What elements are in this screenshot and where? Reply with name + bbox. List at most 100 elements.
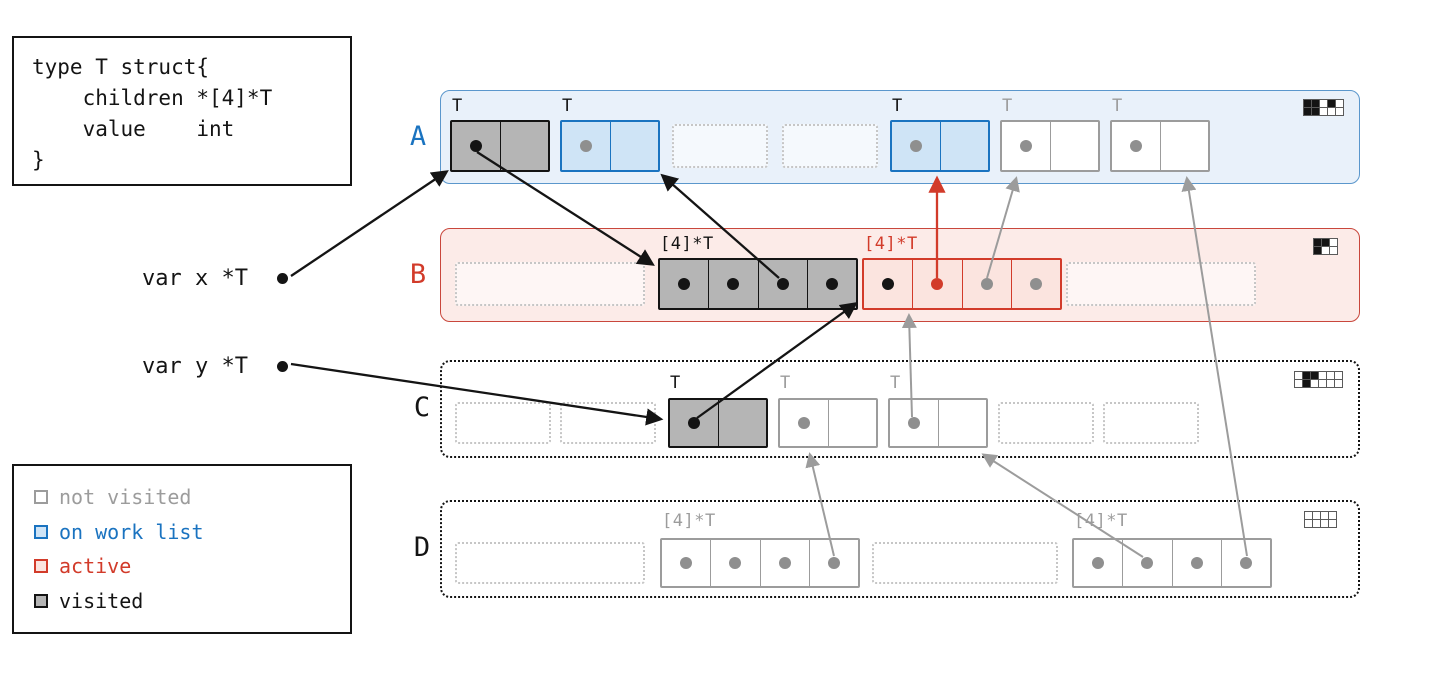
object-cell	[662, 540, 710, 586]
object-cell	[1074, 540, 1122, 586]
pointer-dot	[1239, 557, 1252, 569]
object-cell	[939, 122, 989, 170]
type-definition-box: type T struct{ children *[4]*T value int…	[12, 36, 352, 186]
pointer-dot	[680, 557, 693, 569]
pointer-dot	[469, 140, 482, 152]
pointer-dot	[882, 278, 895, 290]
span-A-bitmap-icon	[1303, 99, 1344, 116]
object-cell	[864, 260, 912, 308]
pointer-dot	[1092, 557, 1105, 569]
var-x-pointer-dot	[277, 273, 288, 284]
pointer-dot	[727, 278, 740, 290]
code-line: type T struct{	[32, 55, 210, 79]
span-A-label: A	[409, 121, 427, 152]
object-cell	[961, 260, 1011, 308]
span-D-bitmap-icon	[1304, 511, 1337, 528]
heap-object-T	[890, 120, 990, 172]
pointer-dot	[1129, 140, 1142, 152]
legend-swatch-not-visited	[34, 490, 48, 504]
legend-label: visited	[59, 588, 144, 613]
heap-object-T	[1000, 120, 1100, 172]
pointer-dot	[776, 278, 789, 290]
object-cell	[1122, 540, 1171, 586]
pointer-dot	[687, 417, 700, 429]
pointer-dot	[678, 278, 691, 290]
object-cell	[717, 400, 767, 446]
empty-slot	[455, 402, 551, 444]
object-cell	[892, 122, 940, 170]
pointer-dot	[980, 278, 993, 290]
heap-object-array	[1072, 538, 1272, 588]
heap-object-T	[450, 120, 550, 172]
object-cell	[660, 260, 708, 308]
pointer-dot	[907, 417, 920, 429]
pointer-dot	[825, 278, 838, 290]
object-cell	[609, 122, 659, 170]
code-line: }	[32, 148, 45, 172]
object-cell	[937, 400, 987, 446]
legend-label: active	[59, 554, 132, 579]
bitmap-cell	[1334, 379, 1343, 388]
span-B-label: B	[409, 259, 427, 290]
empty-slot	[872, 542, 1058, 584]
pointer-dot	[729, 557, 742, 569]
pointer-dot	[1141, 557, 1154, 569]
empty-slot	[782, 124, 878, 168]
empty-slot	[455, 542, 645, 584]
object-cell	[757, 260, 807, 308]
empty-slot	[1103, 402, 1199, 444]
empty-slot	[672, 124, 768, 168]
legend-swatch-work-list	[34, 524, 48, 539]
heap-object-T	[778, 398, 878, 448]
object-cell	[808, 540, 858, 586]
pointer-dot	[909, 140, 922, 152]
object-cell	[710, 540, 759, 586]
heap-object-T	[1110, 120, 1210, 172]
legend-label: not visited	[59, 485, 192, 509]
empty-slot	[560, 402, 656, 444]
object-type-label: T	[562, 96, 573, 116]
object-cell	[827, 400, 877, 446]
legend-item: on work list	[34, 517, 330, 547]
object-cell	[1002, 122, 1050, 170]
bitmap-cell	[1328, 519, 1337, 528]
object-cell	[912, 260, 961, 308]
object-type-label: T	[890, 373, 901, 393]
code-line: children *[4]*T	[32, 86, 273, 110]
object-cell	[890, 400, 938, 446]
object-cell	[670, 400, 718, 446]
code-line: value int	[32, 117, 235, 141]
pointer-dot	[931, 278, 944, 290]
span-C-bitmap-icon	[1294, 371, 1343, 388]
pointer-dot	[827, 557, 840, 569]
empty-slot	[455, 262, 645, 306]
var-y-pointer-dot	[277, 361, 288, 372]
object-type-label: [4]*T	[1074, 511, 1128, 531]
object-type-label: T	[670, 373, 681, 393]
pointer-dot	[579, 140, 592, 152]
object-type-label: T	[1002, 96, 1013, 116]
heap-object-T	[560, 120, 660, 172]
object-cell	[452, 122, 500, 170]
object-type-label: T	[780, 373, 791, 393]
legend-item: visited	[34, 586, 330, 616]
object-cell	[1220, 540, 1270, 586]
object-cell	[780, 400, 828, 446]
legend-swatch-active	[34, 559, 48, 574]
object-cell	[806, 260, 856, 308]
heap-object-T	[668, 398, 768, 448]
bitmap-cell	[1335, 107, 1344, 116]
object-type-label: [4]*T	[662, 511, 716, 531]
heap-object-T	[888, 398, 988, 448]
span-C-label: C	[413, 392, 431, 423]
pointer-dot	[797, 417, 810, 429]
object-type-label: [4]*T	[660, 234, 714, 254]
object-type-label: T	[892, 96, 903, 116]
empty-slot	[998, 402, 1094, 444]
bitmap-cell	[1329, 246, 1338, 255]
pointer-dot	[1019, 140, 1032, 152]
object-cell	[1010, 260, 1060, 308]
legend-item: active	[34, 551, 330, 581]
heap-object-array	[658, 258, 858, 310]
object-cell	[1171, 540, 1221, 586]
